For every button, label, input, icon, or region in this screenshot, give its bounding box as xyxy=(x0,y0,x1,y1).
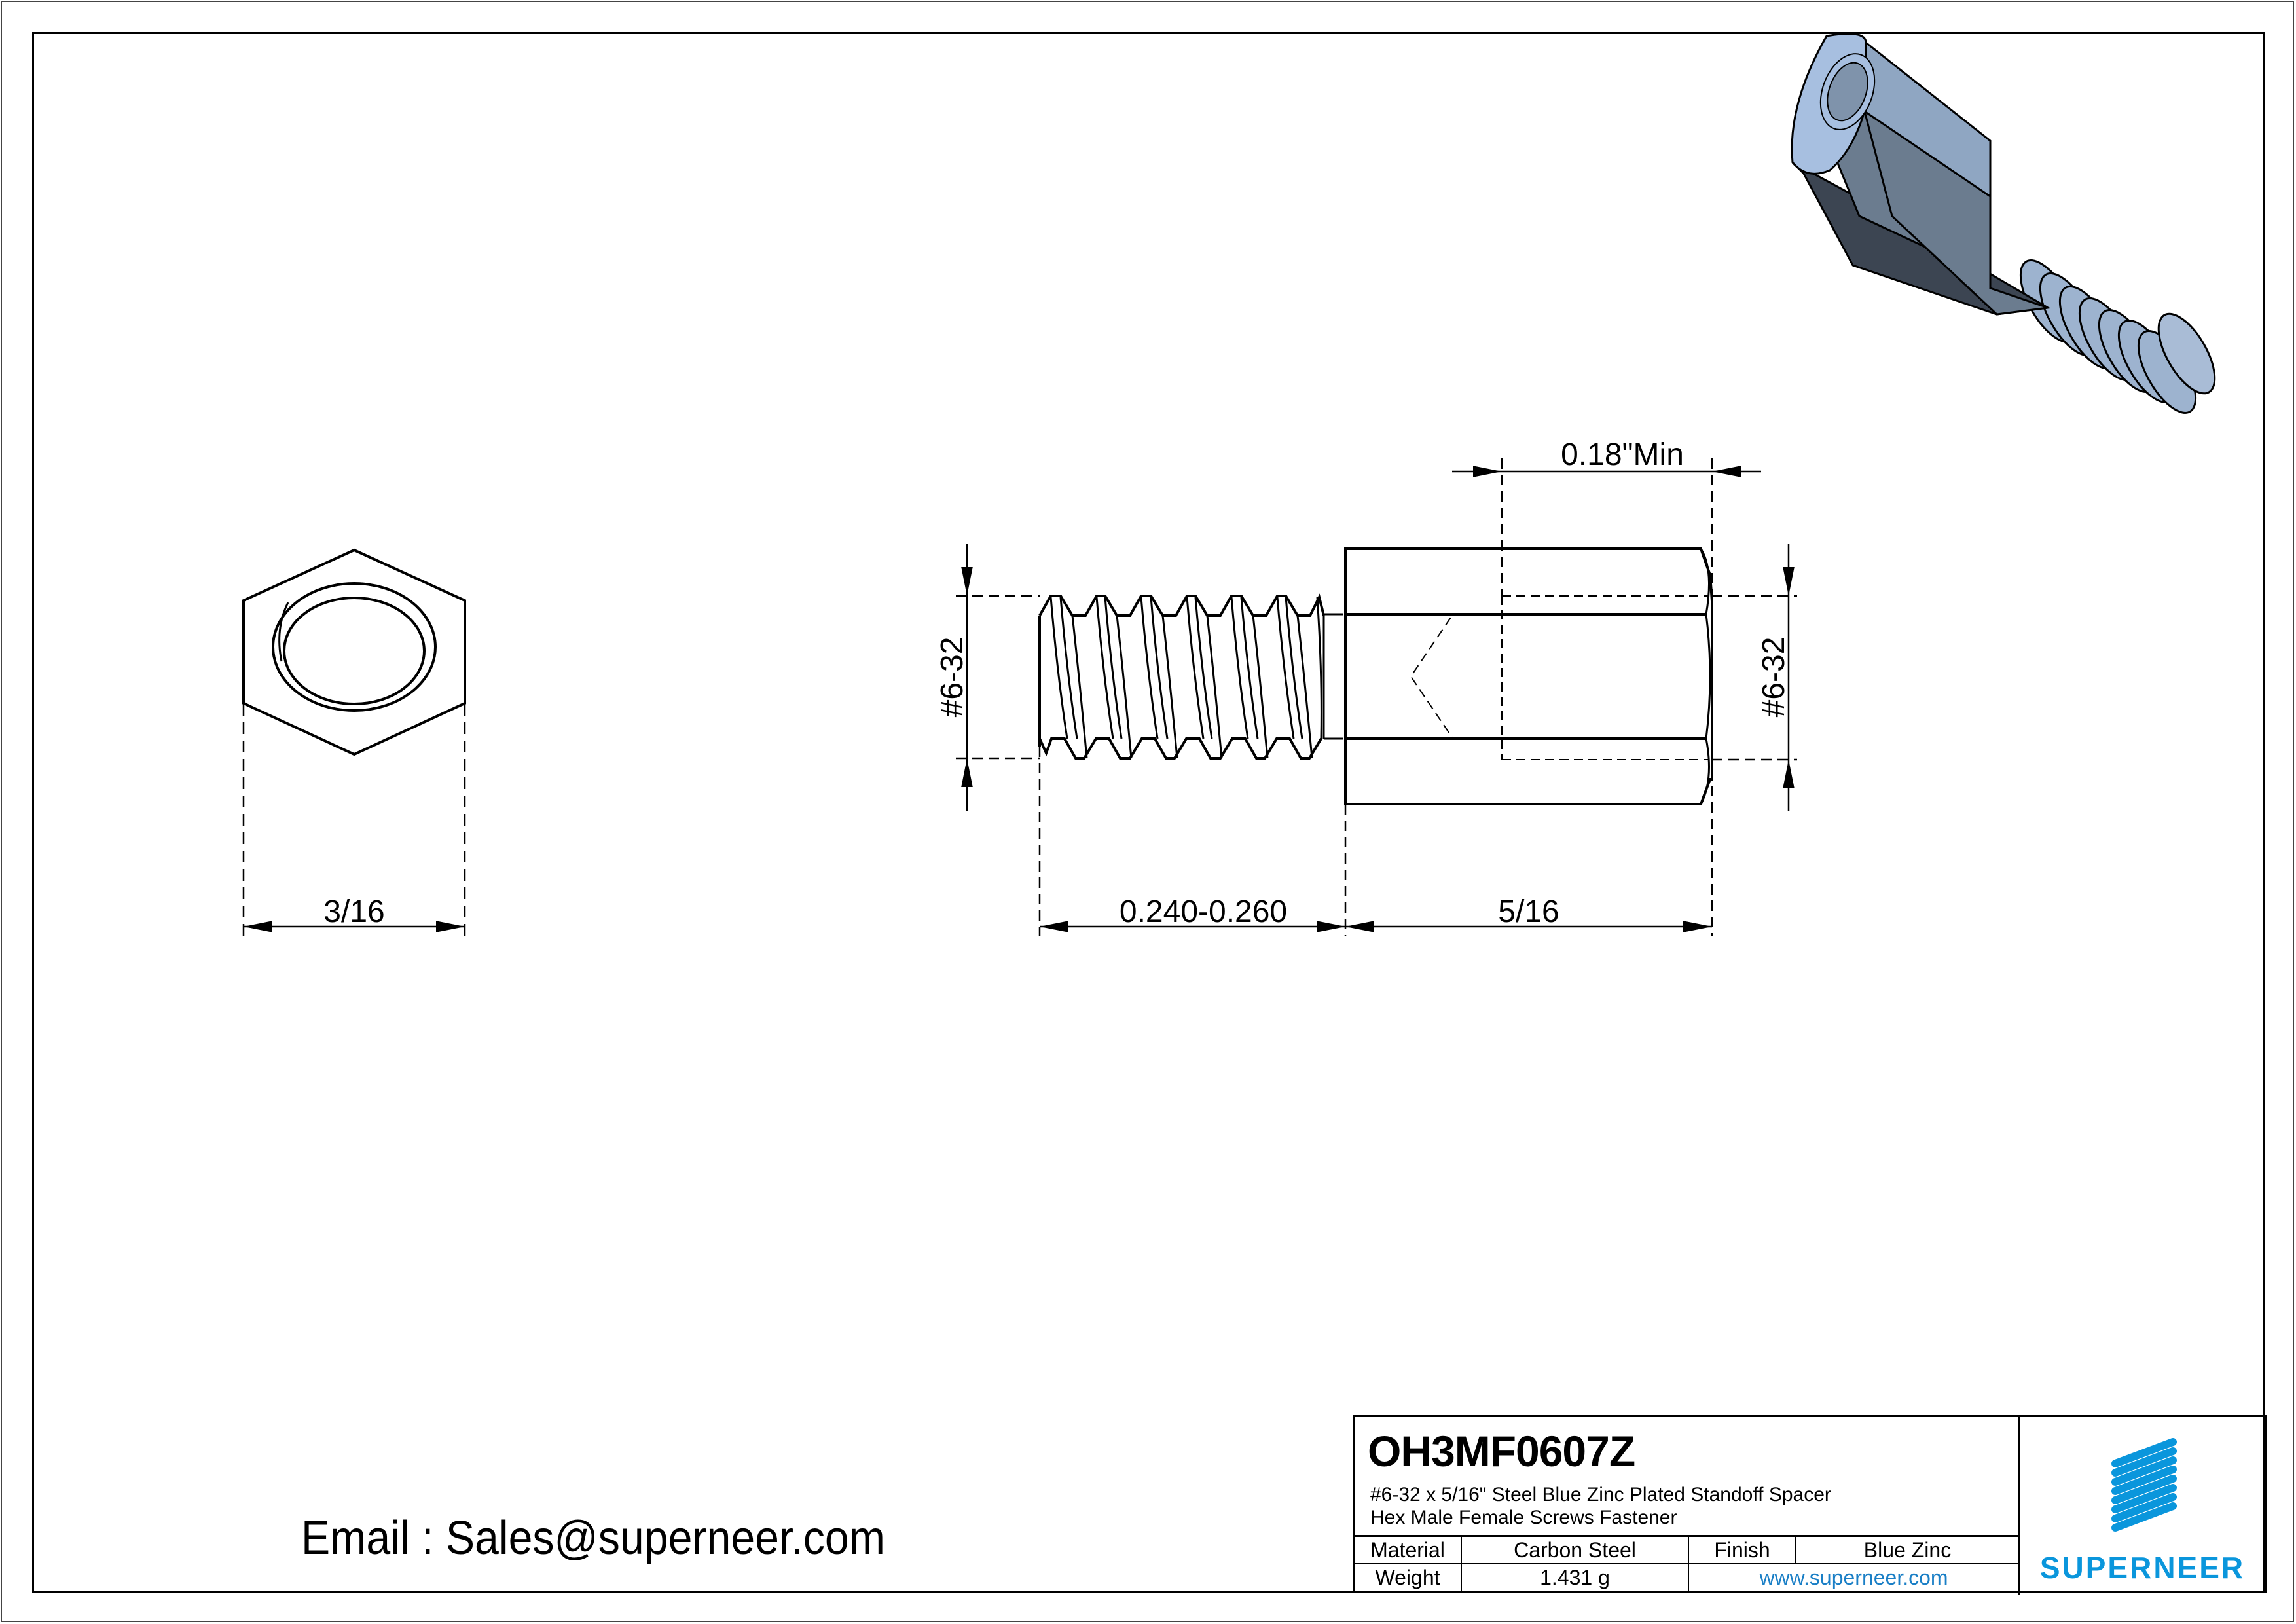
part-number: OH3MF0607Z xyxy=(1368,1427,1635,1475)
contact-email: Email : Sales@superneer.com xyxy=(301,1512,885,1564)
isometric-3d-view xyxy=(1791,33,2216,414)
dim-hex-width: 3/16 xyxy=(323,895,384,929)
website-link[interactable]: www.superneer.com xyxy=(1688,1563,2018,1592)
dim-female-thread: #6-32 xyxy=(1757,637,1791,718)
part-description-line2: Hex Male Female Screws Fastener xyxy=(1370,1507,1677,1528)
end-view-hex xyxy=(242,548,466,936)
brand-logo: SUPERNEER xyxy=(2020,1417,2265,1595)
material-value: Carbon Steel xyxy=(1461,1535,1689,1564)
dim-male-thread: #6-32 xyxy=(935,637,970,718)
brand-name: SUPERNEER xyxy=(2039,1551,2246,1585)
finish-label: Finish xyxy=(1688,1535,1796,1564)
part-description-line1: #6-32 x 5/16" Steel Blue Zinc Plated Sta… xyxy=(1370,1484,1831,1505)
superneer-logo-icon xyxy=(2111,1438,2177,1532)
dim-body-length: 5/16 xyxy=(1498,895,1559,929)
spec-table: Material Carbon Steel Finish Blue Zinc W… xyxy=(1355,1535,2018,1592)
spec-row-weight: Weight 1.431 g www.superneer.com xyxy=(1355,1563,2018,1592)
finish-value: Blue Zinc xyxy=(1795,1535,2018,1564)
spec-row-material: Material Carbon Steel Finish Blue Zinc xyxy=(1355,1535,2018,1564)
side-view-dimensions xyxy=(956,458,1797,936)
side-view xyxy=(1038,547,1713,805)
sheet-inner-border xyxy=(32,32,2265,1593)
material-label: Material xyxy=(1355,1535,1462,1564)
weight-label: Weight xyxy=(1355,1563,1462,1592)
dim-thread-length: 0.240-0.260 xyxy=(1120,895,1287,929)
title-block: OH3MF0607Z #6-32 x 5/16" Steel Blue Zinc… xyxy=(1353,1415,2267,1595)
dim-female-depth: 0.18"Min xyxy=(1561,437,1684,472)
weight-value: 1.431 g xyxy=(1461,1563,1689,1592)
title-block-info: OH3MF0607Z #6-32 x 5/16" Steel Blue Zinc… xyxy=(1355,1417,2020,1595)
